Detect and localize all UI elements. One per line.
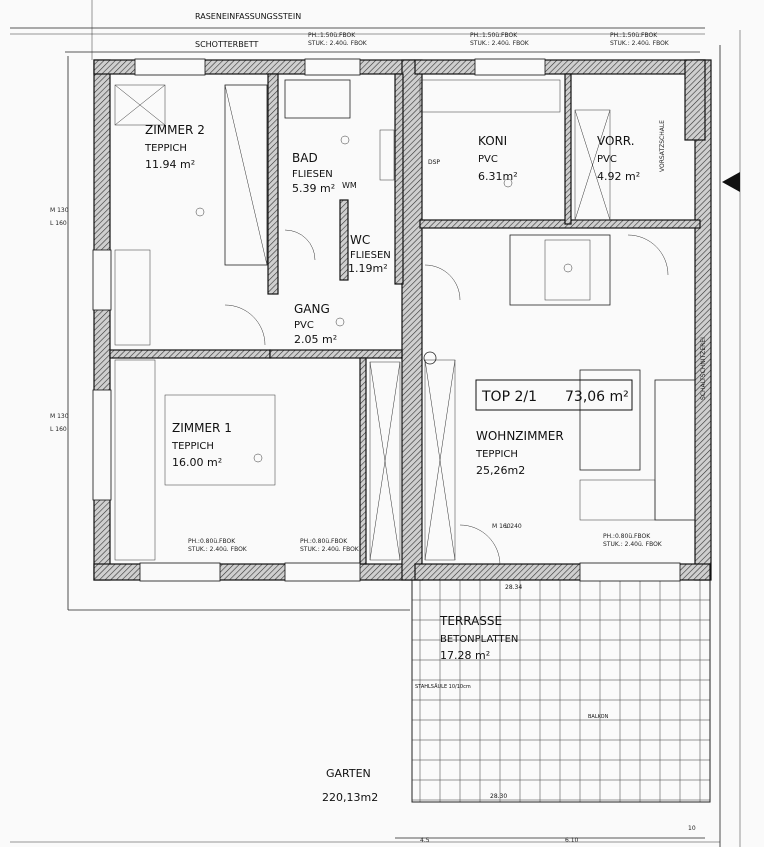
top-window-note-3b: STUK.: 2.40ü. FBOK: [308, 40, 368, 47]
room-area: 5.39 m²: [292, 182, 335, 195]
room-area: 6.31m²: [478, 170, 518, 183]
room-wc: WC FLIESEN 1.19m²: [348, 233, 391, 275]
top-window-note-b: STUK.: 2.40ü. FBOK: [470, 40, 530, 47]
schalt-note: SCHALTSCHNITZEREI: [700, 337, 707, 400]
room-name: KONI: [478, 134, 507, 148]
top-window-note-2: PH.:1.50ü.FBOK: [610, 32, 658, 39]
furniture: [114, 79, 740, 566]
window-note-2b: STUK.: 2.40ü. FBOK: [300, 546, 360, 553]
wohn-door-note-b: L 240: [505, 523, 522, 530]
unit-area: 73,06 m²: [565, 389, 629, 405]
site-lines: [10, 0, 741, 847]
room-zimmer1: ZIMMER 1 TEPPICH 16.00 m²: [171, 421, 232, 469]
wm-label: WM: [342, 181, 357, 190]
room-floor: PVC: [597, 154, 617, 165]
room-name: ZIMMER 1: [172, 421, 232, 435]
room-terrasse: TERRASSE BETONPLATTEN 17.28 m²: [439, 614, 518, 662]
window-note-1: PH.:0.80ü.FBOK: [188, 538, 236, 545]
room-bad: BAD FLIESEN 5.39 m²: [292, 151, 335, 195]
room-floor: PVC: [478, 154, 498, 165]
room-gang: GANG PVC 2.05 m²: [294, 302, 337, 346]
left-note-1: M 130: [50, 207, 69, 214]
room-area: 4.92 m²: [597, 170, 640, 183]
garden-label: GARTEN: [326, 767, 371, 780]
room-name: GANG: [294, 302, 330, 316]
room-floor: FLIESEN: [292, 169, 333, 180]
room-area: 16.00 m²: [172, 456, 222, 469]
room-floor: PVC: [294, 320, 314, 331]
room-area: 25,26m2: [476, 464, 525, 477]
window-note-3: PH.:0.80ü.FBOK: [603, 533, 651, 540]
unit-label: TOP 2/1: [481, 389, 537, 405]
room-zimmer2: ZIMMER 2 TEPPICH 11.94 m²: [144, 123, 205, 171]
wohn-door-note: M 160: [492, 523, 511, 530]
top-window-note: PH.:1.50ü.FBOK: [470, 32, 518, 39]
kote-bottom: 28.30: [490, 793, 507, 800]
room-floor: TEPPICH: [171, 441, 214, 452]
room-vorr: VORR. PVC 4.92 m²: [597, 134, 640, 183]
room-wohn: WOHNZIMMER TEPPICH 25,26m2: [475, 429, 564, 477]
room-floor: TEPPICH: [144, 143, 187, 154]
room-area: 1.19m²: [348, 262, 388, 275]
terrace-tiles: [411, 579, 711, 803]
room-koni: KONI PVC 6.31m²: [478, 134, 518, 183]
room-name: BAD: [292, 151, 318, 165]
left-note-2b: L 160: [50, 426, 67, 433]
windows: [92, 58, 681, 582]
window-note-2: PH.:0.80ü.FBOK: [300, 538, 348, 545]
border-stone-label: RASENEINFASSUNGSSTEIN: [195, 12, 301, 21]
dim-bottom-3: 10: [688, 825, 696, 832]
room-name: VORR.: [597, 134, 635, 148]
gravel-bed-label: SCHOTTERBETT: [195, 40, 259, 49]
garden-area: 220,13m2: [322, 791, 378, 804]
window-note-3b: STUK.: 2.40ü. FBOK: [603, 541, 663, 548]
room-name: ZIMMER 2: [145, 123, 205, 137]
stahlsaule-label: STAHLSÄULE 10/10cm: [415, 683, 471, 690]
top-window-note-3: PH.:1.50ü.FBOK: [308, 32, 356, 39]
room-area: 11.94 m²: [145, 158, 195, 171]
vorsatz-note: VORSATZSCHALE: [659, 120, 666, 172]
room-area: 17.28 m²: [440, 649, 490, 662]
room-floor: FLIESEN: [350, 250, 391, 261]
unit-label-box: [475, 379, 633, 411]
room-name: WC: [350, 233, 370, 247]
room-name: TERRASSE: [439, 614, 502, 628]
room-area: 2.05 m²: [294, 333, 337, 346]
window-note-1b: STUK.: 2.40ü. FBOK: [188, 546, 248, 553]
top-window-note-2b: STUK.: 2.40ü. FBOK: [610, 40, 670, 47]
kote-top: 28.34: [505, 584, 522, 591]
room-name: WOHNZIMMER: [476, 429, 564, 443]
dim-bottom-2: 6.10: [565, 837, 579, 844]
left-note-2: M 130: [50, 413, 69, 420]
room-floor: BETONPLATTEN: [440, 634, 518, 645]
bottom-dimension-line: 4.5 6.10 10: [395, 825, 705, 844]
room-floor: TEPPICH: [475, 449, 518, 460]
dim-bottom-1: 4.5: [420, 837, 430, 844]
balkon-label: BALKON: [588, 714, 609, 720]
dsp-label: DSP: [428, 159, 440, 166]
left-note-1b: L 160: [50, 220, 67, 227]
